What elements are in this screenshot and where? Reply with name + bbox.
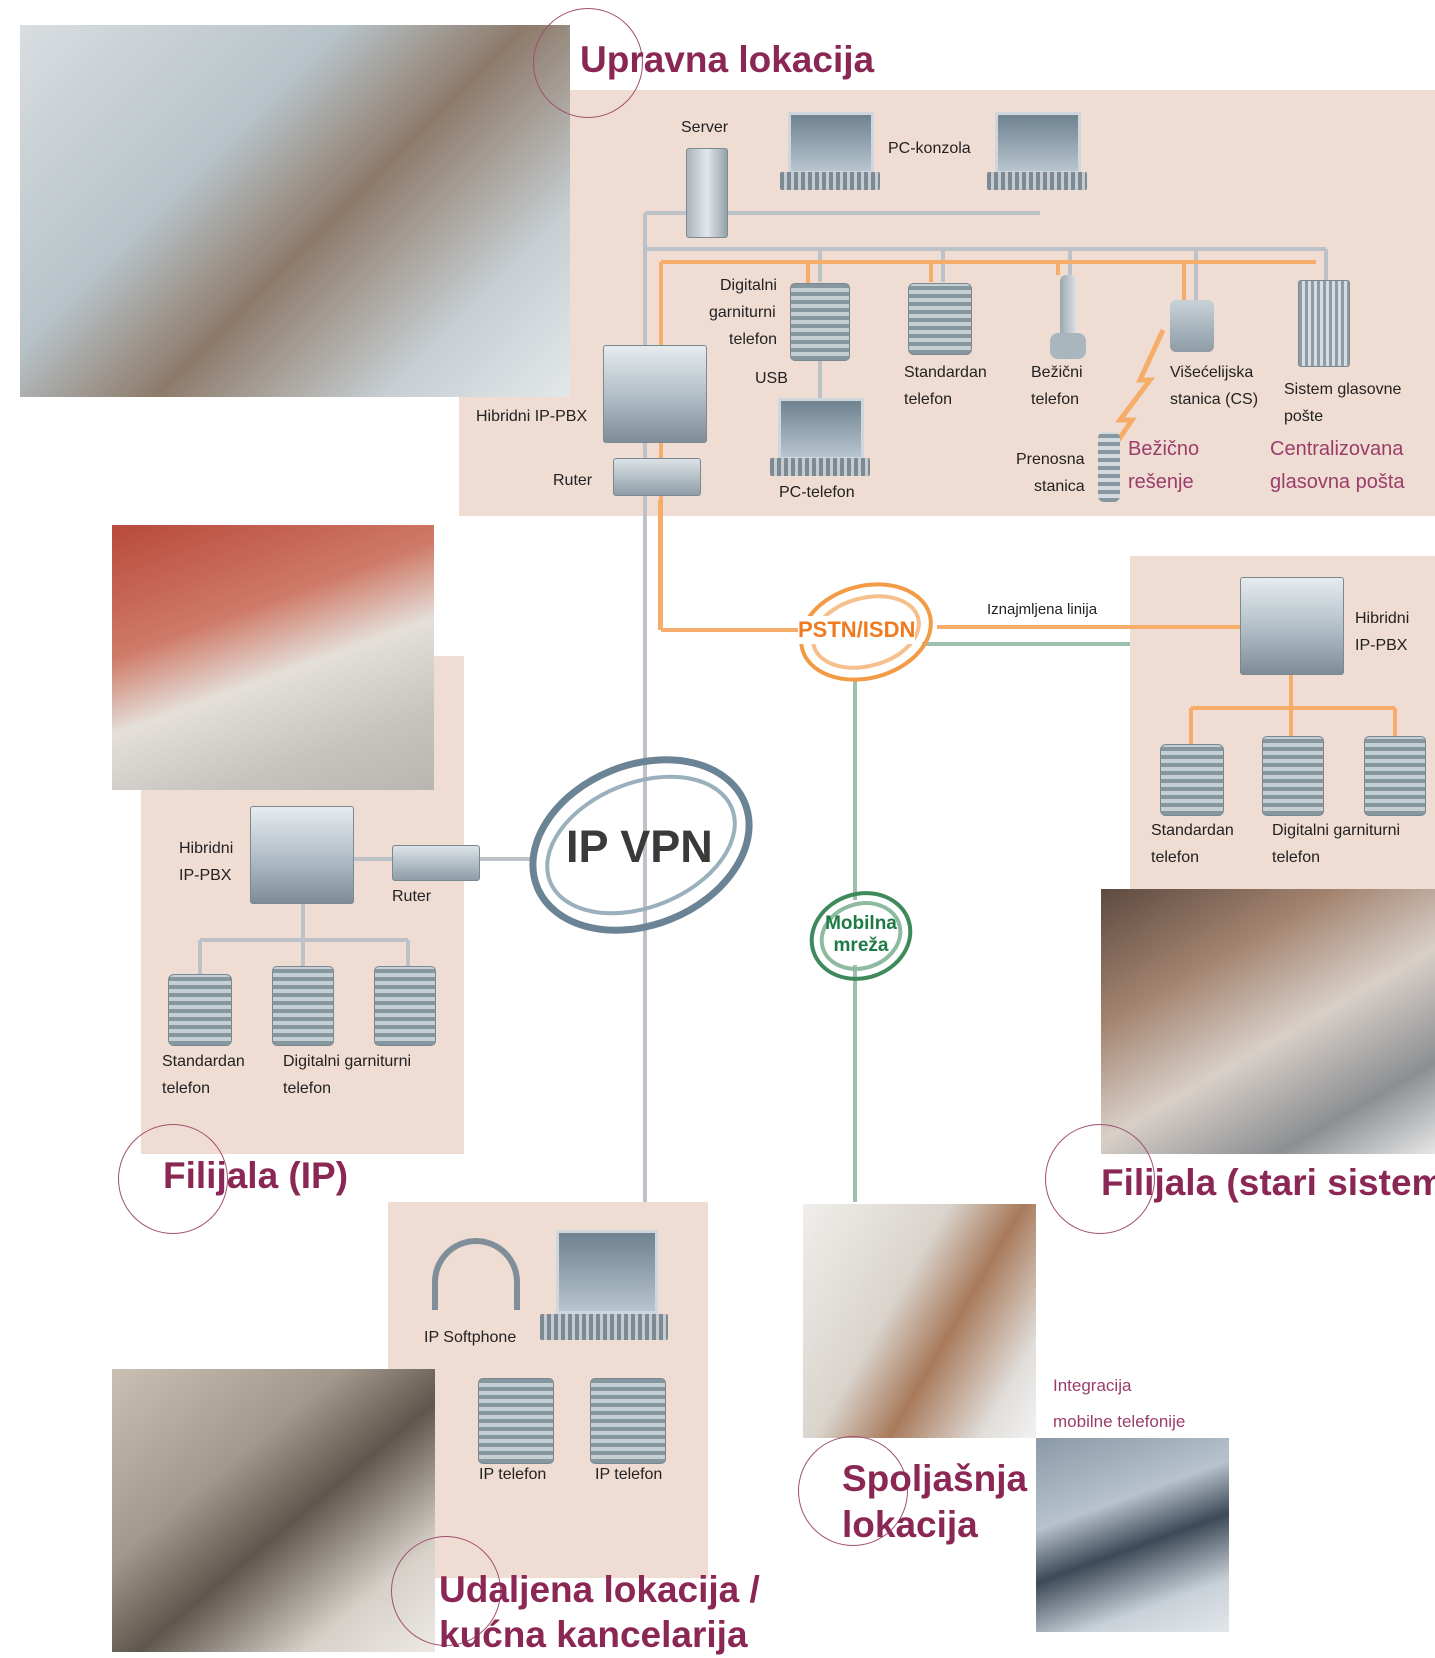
branch-digital-phone-2-icon[interactable]: [374, 966, 436, 1046]
legacy-standard-phone-label-2: telefon: [1151, 849, 1200, 866]
branch-standard-phone-label-2: telefon: [162, 1080, 211, 1097]
branch-router-label: Ruter: [392, 888, 432, 905]
cell-station-label-1: Višećelijska: [1170, 364, 1254, 381]
meeting-photo: [20, 25, 570, 397]
branch-digital-phone-1-icon[interactable]: [272, 966, 334, 1046]
legacy-title-ring: [1045, 1124, 1155, 1234]
outside-title-line-2: lokacija: [842, 1504, 978, 1545]
legacy-digital-phone-label-1: Digitalni garniturni: [1272, 822, 1401, 839]
standard-phone-label-1: Standardan: [904, 364, 987, 381]
digital-phone-label-3: telefon: [729, 331, 778, 348]
legacy-pbx-label-1: Hibridni: [1355, 610, 1410, 627]
voicemail-system-label-2: pošte: [1284, 408, 1324, 425]
mobile-caller-photo: [803, 1204, 1036, 1438]
outside-title-line-1: Spoljašnja: [842, 1458, 1028, 1499]
ip-phone-2-icon[interactable]: [590, 1378, 666, 1464]
pc-phone-label: PC-telefon: [779, 484, 855, 501]
server-icon[interactable]: [686, 148, 728, 238]
wireless-signal-icon: [1102, 328, 1166, 462]
legacy-pbx-icon[interactable]: [1240, 577, 1344, 675]
ip-vpn-label: IP VPN: [566, 821, 713, 872]
router-icon[interactable]: [613, 458, 701, 496]
remote-title-line-1: Udaljena lokacija /: [439, 1569, 760, 1610]
branch-ip-title: Filijala (IP): [163, 1155, 349, 1196]
legacy-pbx-label-2: IP-PBX: [1355, 637, 1408, 654]
pc-console-icon[interactable]: [780, 112, 880, 192]
mobile-network-label-line-1: Mobilna: [825, 913, 897, 934]
wireless-phone-icon[interactable]: [1050, 275, 1086, 361]
branch-pbx-label-1: Hibridni: [179, 840, 234, 857]
centralized-voicemail-label-2: glasovna pošta: [1270, 471, 1405, 493]
softphone-label: IP Softphone: [424, 1329, 517, 1346]
office-desk-photo: [112, 525, 434, 790]
ip-phone-2-label: IP telefon: [595, 1466, 663, 1483]
branch-pbx-label-2: IP-PBX: [179, 867, 232, 884]
portable-station-icon[interactable]: [1098, 432, 1120, 502]
branch-standard-phone-label-1: Standardan: [162, 1053, 245, 1070]
mobile-integration-label-2: mobilne telefonije: [1053, 1412, 1186, 1431]
head-office-title: Upravna lokacija: [580, 39, 875, 80]
legacy-standard-phone-label-1: Standardan: [1151, 822, 1234, 839]
group-laptop-photo: [1101, 889, 1435, 1154]
digital-phone-label-1: Digitalni: [720, 277, 777, 294]
softphone-laptop-icon[interactable]: [540, 1230, 668, 1346]
standard-phone-label-2: telefon: [904, 391, 953, 408]
head-office-title-ring: [533, 8, 643, 118]
leased-line-label: Iznajmljena linija: [987, 601, 1098, 618]
ip-vpn-cloud-icon: [529, 756, 753, 934]
voicemail-system-label-1: Sistem glasovne: [1284, 381, 1402, 398]
remote-title-ring: [391, 1536, 501, 1646]
pstn-label: PSTN/ISDN: [798, 616, 916, 644]
branch-standard-phone-icon[interactable]: [168, 974, 232, 1046]
legacy-digital-phone-1-icon[interactable]: [1262, 736, 1324, 816]
standard-phone-icon[interactable]: [908, 283, 972, 355]
mobile-integration-label-1: Integracija: [1053, 1376, 1132, 1395]
mobile-cloud-icon: [809, 891, 913, 981]
digital-phone-icon[interactable]: [790, 283, 850, 361]
portable-station-label-1: Prenosna: [1016, 451, 1085, 468]
headset-icon[interactable]: [432, 1238, 520, 1310]
outside-title-ring: [798, 1436, 908, 1546]
wireless-phone-label-1: Bežični: [1031, 364, 1083, 381]
wireless-solution-label-2: rešenje: [1128, 471, 1194, 493]
wireless-solution-label-1: Bežično: [1128, 438, 1200, 460]
hybrid-pbx-icon[interactable]: [603, 345, 707, 443]
hybrid-pbx-label: Hibridni IP-PBX: [476, 408, 588, 425]
headset-worker-photo: [112, 1369, 435, 1652]
cell-station-label-2: stanica (CS): [1170, 391, 1259, 408]
server-label: Server: [681, 119, 729, 136]
pc-console-label: PC-konzola: [888, 140, 971, 157]
pc-console-2-icon[interactable]: [987, 112, 1087, 192]
pstn-cloud-icon: [799, 582, 933, 682]
branch-legacy-title: Filijala (stari sistem: [1101, 1162, 1435, 1203]
legacy-standard-phone-icon[interactable]: [1160, 744, 1224, 816]
branch-ip-pbx-icon[interactable]: [250, 806, 354, 904]
branch-digital-phone-label-1: Digitalni garniturni: [283, 1053, 412, 1070]
portable-station-label-2: stanica: [1034, 478, 1085, 495]
usb-label: USB: [755, 370, 788, 387]
businessman-car-photo: [1036, 1438, 1229, 1632]
legacy-digital-phone-2-icon[interactable]: [1364, 736, 1426, 816]
pc-phone-icon[interactable]: [770, 398, 870, 478]
mobile-network-label-line-2: mreža: [833, 935, 889, 956]
wireless-phone-label-2: telefon: [1031, 391, 1080, 408]
digital-phone-label-2: garniturni: [709, 304, 776, 321]
branch-router-icon[interactable]: [392, 845, 480, 881]
centralized-voicemail-label-1: Centralizovana: [1270, 438, 1404, 460]
ip-phone-1-icon[interactable]: [478, 1378, 554, 1464]
router-label: Ruter: [553, 472, 593, 489]
branch-ip-title-ring: [118, 1124, 228, 1234]
branch-digital-phone-label-2: telefon: [283, 1080, 332, 1097]
ip-phone-1-label: IP telefon: [479, 1466, 547, 1483]
legacy-digital-phone-label-2: telefon: [1272, 849, 1321, 866]
remote-title-line-2: kućna kancelarija: [439, 1614, 748, 1655]
voicemail-system-icon[interactable]: [1298, 280, 1350, 367]
cell-station-icon[interactable]: [1170, 300, 1214, 352]
